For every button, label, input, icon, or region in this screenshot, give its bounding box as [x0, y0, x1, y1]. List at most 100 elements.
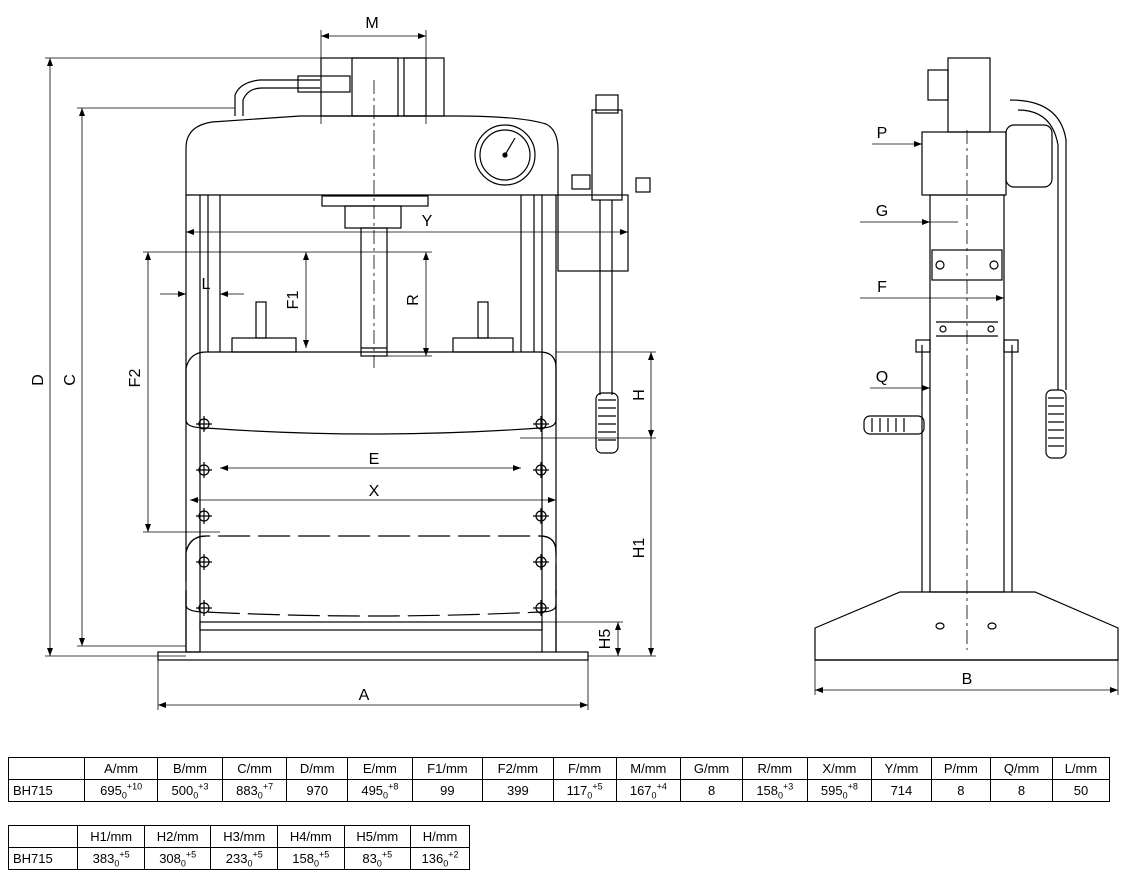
cell-tolerance-upper: +4 — [656, 781, 667, 792]
cell-tolerance-upper: +3 — [783, 781, 794, 792]
label-y: Y — [422, 213, 433, 230]
cell-tolerance-lower: 0 — [313, 858, 319, 869]
value-cell: 3080+5 — [143, 847, 212, 870]
column-holes — [196, 416, 549, 616]
label-f: F — [877, 279, 887, 296]
label-f2: F2 — [127, 369, 144, 388]
cell-value: 695 — [100, 783, 122, 798]
value-cell: 5000+3 — [157, 779, 223, 802]
cell-value: 8 — [1017, 783, 1026, 798]
model-cell: BH715 — [7, 847, 79, 870]
dimension-table-1: A/mm B/mm C/mm D/mm E/mm F1/mm F2/mm F/m… — [7, 757, 1111, 802]
cell-tolerance-upper: +7 — [262, 781, 274, 792]
cell-tolerance-upper: +2 — [448, 849, 459, 860]
cell-value: BH715 — [13, 851, 53, 866]
side-dimensions — [814, 141, 1119, 695]
cell-value: 83 — [362, 851, 377, 866]
label-f1: F1 — [285, 291, 302, 310]
value-cell: 1170+5 — [552, 779, 617, 802]
cell-value: 8 — [707, 783, 716, 798]
front-dimensions — [45, 30, 656, 710]
header-cell: G/mm — [680, 757, 744, 780]
cell-value: 383 — [92, 851, 115, 866]
header-cell: P/mm — [930, 757, 992, 780]
cell-tolerance-upper: +5 — [381, 849, 393, 860]
cell-tolerance-upper: +5 — [252, 849, 263, 860]
value-cell: 6950+10 — [84, 779, 159, 802]
cell-tolerance-upper: +5 — [119, 849, 130, 860]
label-h: H — [631, 389, 648, 401]
cell-value: 714 — [890, 783, 913, 798]
label-g: G — [876, 203, 888, 220]
header-cell: H2/mm — [143, 825, 212, 848]
cell-value: 495 — [361, 783, 384, 798]
value-cell: 399 — [482, 779, 554, 802]
header-cell: D/mm — [286, 757, 349, 780]
upper-bed — [185, 351, 557, 435]
header-cell: Q/mm — [990, 757, 1053, 780]
cell-value: 50 — [1073, 783, 1089, 798]
header-cell: H1/mm — [77, 825, 145, 848]
cell-tolerance-lower: 0 — [121, 790, 127, 801]
base-plate — [157, 651, 589, 661]
header-cell: A/mm — [84, 757, 159, 780]
value-cell: 50 — [1051, 779, 1111, 802]
cell-value: 8 — [957, 783, 965, 798]
pressure-gauge — [474, 124, 536, 186]
label-h1: H1 — [631, 538, 648, 559]
value-cell: 4950+8 — [347, 779, 413, 802]
cell-value: 308 — [159, 851, 181, 866]
header-cell: Y/mm — [871, 757, 932, 780]
value-cell: 8 — [990, 779, 1053, 802]
value-cell: 99 — [411, 779, 484, 802]
value-cell: 1580+3 — [742, 779, 808, 802]
header-cell: X/mm — [806, 757, 873, 780]
header-cell: B/mm — [157, 757, 223, 780]
header-cell — [7, 757, 86, 780]
cell-value: 233 — [225, 851, 248, 866]
side-labels: P G F Q B — [876, 125, 973, 688]
pump-lever — [599, 200, 613, 395]
header-cell: E/mm — [347, 757, 413, 780]
cell-tolerance-lower: 0 — [376, 858, 382, 869]
value-cell: 1580+5 — [277, 847, 345, 870]
cell-value: 158 — [292, 851, 314, 866]
value-cell: 8830+7 — [221, 779, 288, 802]
side-head — [921, 131, 1007, 196]
value-cell: 1670+4 — [615, 779, 682, 802]
front-view — [157, 57, 651, 661]
cell-tolerance-upper: +5 — [592, 781, 603, 792]
label-e: E — [369, 451, 380, 468]
header-cell: H3/mm — [210, 825, 278, 848]
front-labels: M Y L F1 R F2 D C H E X H1 H5 A — [30, 15, 648, 704]
cell-tolerance-lower: 0 — [383, 790, 389, 801]
header-cell — [7, 825, 79, 848]
cell-tolerance-lower: 0 — [443, 858, 449, 869]
technical-drawing: M Y L F1 R F2 D C H E X H1 H5 A — [30, 15, 1119, 710]
lower-bed — [185, 535, 557, 617]
label-m: M — [365, 15, 378, 32]
cell-value: 136 — [421, 851, 444, 866]
label-q: Q — [876, 369, 888, 386]
side-view — [814, 57, 1119, 661]
model-cell: BH715 — [7, 779, 86, 802]
cell-value: 117 — [566, 783, 588, 798]
cell-value: 158 — [756, 783, 779, 798]
cell-value: 595 — [820, 783, 843, 798]
cell-tolerance-lower: 0 — [778, 790, 784, 801]
cell-tolerance-lower: 0 — [842, 790, 848, 801]
value-cell: 830+5 — [343, 847, 412, 870]
cell-value: 883 — [236, 783, 258, 798]
cell-value: 500 — [171, 783, 194, 798]
side-pump-handle — [1045, 389, 1067, 459]
ram-holder — [321, 195, 429, 207]
cell-value: BH715 — [13, 783, 53, 798]
label-r: R — [405, 294, 422, 306]
value-cell: 8 — [680, 779, 744, 802]
header-cell: F2/mm — [482, 757, 554, 780]
label-d: D — [30, 374, 47, 386]
cell-value: 970 — [306, 783, 329, 798]
value-cell: 2330+5 — [210, 847, 278, 870]
cell-tolerance-lower: 0 — [257, 790, 263, 801]
